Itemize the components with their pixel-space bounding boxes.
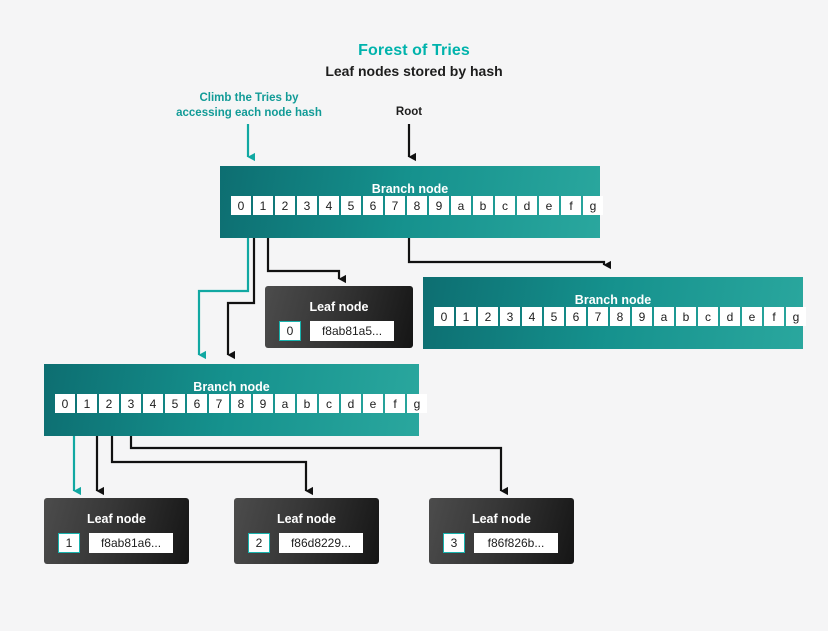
branch-cell-9[interactable]: 9 xyxy=(429,196,449,215)
branch-cell-a[interactable]: a xyxy=(451,196,471,215)
branch-cell-g[interactable]: g xyxy=(407,394,427,413)
leaf-node-key[interactable]: 3 xyxy=(443,533,465,553)
branch-cell-3[interactable]: 3 xyxy=(121,394,141,413)
branch-cell-3[interactable]: 3 xyxy=(500,307,520,326)
leaf-node-title: Leaf node xyxy=(86,512,147,526)
wire-root-to-left-branch-black xyxy=(226,225,256,360)
branch-cell-4[interactable]: 4 xyxy=(143,394,163,413)
page-subtitle: Leaf nodes stored by hash xyxy=(325,63,503,79)
branch-cell-1[interactable]: 1 xyxy=(77,394,97,413)
branch-cell-b[interactable]: b xyxy=(297,394,317,413)
branch-cell-2[interactable]: 2 xyxy=(99,394,119,413)
leaf-node-2[interactable]: Leaf node 2 f86d8229... xyxy=(234,498,379,564)
branch-cell-g[interactable]: g xyxy=(583,196,603,215)
branch-cell-4[interactable]: 4 xyxy=(522,307,542,326)
branch-cell-0[interactable]: 0 xyxy=(231,196,251,215)
branch-node-root[interactable]: Branch node 0 1 2 3 4 5 6 7 8 9 a b c d … xyxy=(220,166,603,238)
leaf-node-row: 0 f8ab81a5... xyxy=(279,321,394,341)
branch-cell-f[interactable]: f xyxy=(764,307,784,326)
branch-cell-row: 0 1 2 3 4 5 6 7 8 9 a b c d e f g xyxy=(55,394,427,413)
branch-cell-7[interactable]: 7 xyxy=(588,307,608,326)
branch-cell-d[interactable]: d xyxy=(341,394,361,413)
branch-cell-e[interactable]: e xyxy=(363,394,383,413)
branch-cell-c[interactable]: c xyxy=(698,307,718,326)
leaf-node-row: 1 f8ab81a6... xyxy=(58,533,173,553)
branch-cell-6[interactable]: 6 xyxy=(187,394,207,413)
leaf-node-key[interactable]: 1 xyxy=(58,533,80,553)
branch-cell-a[interactable]: a xyxy=(654,307,674,326)
branch-cell-5[interactable]: 5 xyxy=(341,196,361,215)
leaf-node-hash[interactable]: f8ab81a5... xyxy=(310,321,394,341)
branch-cell-5[interactable]: 5 xyxy=(544,307,564,326)
branch-cell-0[interactable]: 0 xyxy=(434,307,454,326)
branch-cell-g[interactable]: g xyxy=(786,307,806,326)
branch-cell-d[interactable]: d xyxy=(517,196,537,215)
branch-cell-f[interactable]: f xyxy=(385,394,405,413)
branch-node-left[interactable]: Branch node 0 1 2 3 4 5 6 7 8 9 a b c d … xyxy=(44,364,427,436)
branch-cell-5[interactable]: 5 xyxy=(165,394,185,413)
branch-cell-c[interactable]: c xyxy=(495,196,515,215)
leaf-node-0[interactable]: Leaf node 0 f8ab81a5... xyxy=(265,286,413,348)
branch-cell-b[interactable]: b xyxy=(473,196,493,215)
leaf-node-hash[interactable]: f86f826b... xyxy=(474,533,558,553)
wire-root-to-left-branch-teal xyxy=(197,225,250,360)
page-title: Forest of Tries xyxy=(358,42,470,59)
branch-cell-b[interactable]: b xyxy=(676,307,696,326)
branch-cell-8[interactable]: 8 xyxy=(407,196,427,215)
branch-cell-8[interactable]: 8 xyxy=(231,394,251,413)
branch-node-right[interactable]: Branch node 0 1 2 3 4 5 6 7 8 9 a b c d … xyxy=(423,277,806,349)
branch-cell-7[interactable]: 7 xyxy=(385,196,405,215)
branch-cell-6[interactable]: 6 xyxy=(566,307,586,326)
branch-cell-row: 0 1 2 3 4 5 6 7 8 9 a b c d e f g xyxy=(231,196,603,215)
branch-cell-8[interactable]: 8 xyxy=(610,307,630,326)
branch-cell-4[interactable]: 4 xyxy=(319,196,339,215)
annotation-climb-the-tries: Climb the Tries by accessing each node h… xyxy=(176,92,322,119)
branch-cell-a[interactable]: a xyxy=(275,394,295,413)
branch-node-title: Branch node xyxy=(574,293,652,307)
branch-cell-7[interactable]: 7 xyxy=(209,394,229,413)
branch-cell-1[interactable]: 1 xyxy=(456,307,476,326)
branch-cell-0[interactable]: 0 xyxy=(55,394,75,413)
branch-cell-2[interactable]: 2 xyxy=(275,196,295,215)
branch-cell-9[interactable]: 9 xyxy=(632,307,652,326)
branch-cell-e[interactable]: e xyxy=(539,196,559,215)
leaf-node-1[interactable]: Leaf node 1 f8ab81a6... xyxy=(44,498,189,564)
leaf-node-key[interactable]: 0 xyxy=(279,321,301,341)
branch-cell-row: 0 1 2 3 4 5 6 7 8 9 a b c d e f g xyxy=(434,307,806,326)
leaf-node-title: Leaf node xyxy=(471,512,532,526)
leaf-node-row: 3 f86f826b... xyxy=(443,533,558,553)
branch-cell-6[interactable]: 6 xyxy=(363,196,383,215)
branch-node-title: Branch node xyxy=(193,380,270,394)
branch-cell-e[interactable]: e xyxy=(742,307,762,326)
annotation-root: Root xyxy=(395,106,423,118)
branch-cell-9[interactable]: 9 xyxy=(253,394,273,413)
leaf-node-3[interactable]: Leaf node 3 f86f826b... xyxy=(429,498,574,564)
branch-cell-f[interactable]: f xyxy=(561,196,581,215)
leaf-node-row: 2 f86d8229... xyxy=(248,533,363,553)
leaf-node-hash[interactable]: f8ab81a6... xyxy=(89,533,173,553)
branch-cell-c[interactable]: c xyxy=(319,394,339,413)
branch-cell-3[interactable]: 3 xyxy=(297,196,317,215)
branch-node-title: Branch node xyxy=(371,182,449,196)
leaf-node-key[interactable]: 2 xyxy=(248,533,270,553)
leaf-node-title: Leaf node xyxy=(309,300,369,314)
leaf-node-hash[interactable]: f86d8229... xyxy=(279,533,363,553)
branch-cell-d[interactable]: d xyxy=(720,307,740,326)
branch-cell-1[interactable]: 1 xyxy=(253,196,273,215)
branch-cell-2[interactable]: 2 xyxy=(478,307,498,326)
leaf-node-title: Leaf node xyxy=(276,512,337,526)
